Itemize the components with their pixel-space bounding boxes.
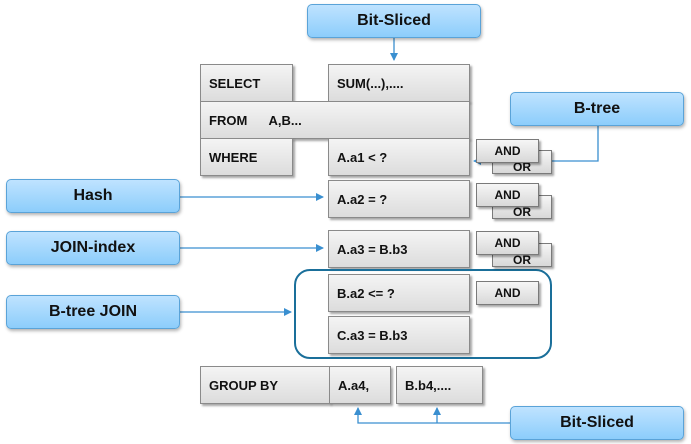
arrow-bit-sliced-bottom-a bbox=[354, 407, 510, 424]
condition-c-a3: C.a3 = B.b3 bbox=[328, 316, 470, 354]
condition-a3: A.a3 = B.b3 bbox=[328, 230, 470, 268]
group-by-col-a4: A.a4, bbox=[329, 366, 391, 404]
where-keyword: WHERE bbox=[200, 138, 293, 176]
condition-b-a2: B.a2 <= ? bbox=[328, 274, 470, 312]
callout-btree: B-tree bbox=[510, 92, 684, 126]
and-operator-4: AND bbox=[476, 281, 539, 305]
condition-a1: A.a1 < ? bbox=[328, 138, 470, 176]
callout-bit-sliced-bottom: Bit-Sliced bbox=[510, 406, 684, 440]
from-clause: FROM A,B... bbox=[200, 101, 470, 139]
btree-join-group bbox=[294, 269, 552, 359]
group-by-col-b4: B.b4,.... bbox=[396, 366, 483, 404]
callout-btree-join: B-tree JOIN bbox=[6, 295, 180, 329]
callout-hash: Hash bbox=[6, 179, 180, 213]
and-operator-3: AND bbox=[476, 231, 539, 255]
select-keyword: SELECT bbox=[200, 64, 293, 102]
group-by-keyword: GROUP BY bbox=[200, 366, 330, 404]
callout-bit-sliced-top: Bit-Sliced bbox=[307, 4, 481, 38]
select-expression: SUM(...),.... bbox=[328, 64, 470, 102]
and-operator-2: AND bbox=[476, 183, 539, 207]
callout-join-index: JOIN-index bbox=[6, 231, 180, 265]
condition-a2: A.a2 = ? bbox=[328, 180, 470, 218]
and-operator-1: AND bbox=[476, 139, 539, 163]
